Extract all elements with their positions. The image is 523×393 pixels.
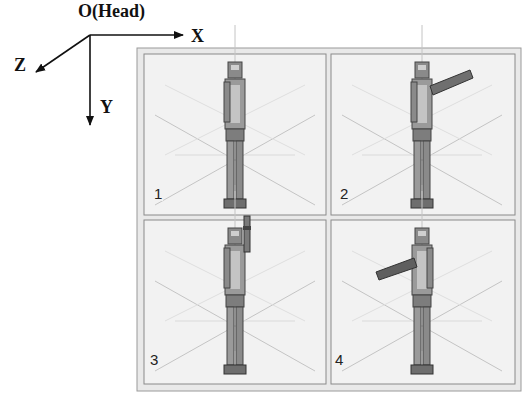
axis-label: X xyxy=(191,27,204,45)
axis-label: Z xyxy=(14,56,26,74)
axis-label: Y xyxy=(100,98,113,116)
panel-number: 2 xyxy=(339,186,349,201)
panel-number: 3 xyxy=(149,352,159,367)
panel-number: 1 xyxy=(153,186,163,201)
origin-label: O(Head) xyxy=(78,2,145,20)
panel-number: 4 xyxy=(334,352,344,367)
